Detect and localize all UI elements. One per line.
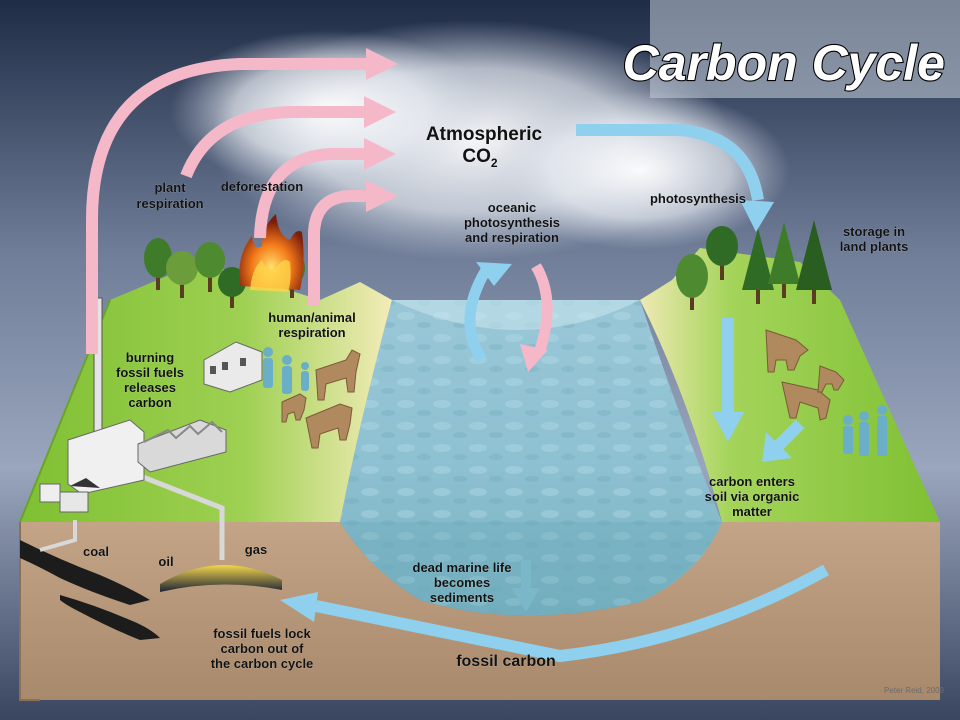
label-fossil-carbon: fossil carbon [456,653,556,670]
ground-block [19,248,940,701]
label-fossil-fuels-lock-line: carbon out of [220,641,304,656]
gas-pipe [129,469,225,560]
arrowhead [364,138,396,170]
label-plant-respiration-line: plant [154,180,186,195]
label-oceanic-line: and respiration [465,230,559,245]
coal-pipe [39,520,77,552]
label-human-animal-respiration-line: respiration [278,325,345,340]
factory-icon [39,297,227,513]
label-fossil-fuels-lock-line: the carbon cycle [211,656,314,671]
label-human-animal-respiration-line: human/animal [268,310,355,325]
label-burning-fossil-fuels-line: burning [126,350,174,365]
label-gas: gas [245,542,267,557]
trees-right [676,220,832,310]
gas-deposit [160,564,282,592]
house-icon [203,341,263,393]
label-dead-marine-life-line: sediments [430,590,494,605]
plant-respiration-arrow [180,106,368,179]
coal-seam [20,540,150,605]
label-co2: CO2 [462,146,498,170]
arrowhead [280,592,318,622]
label-atmospheric: Atmospheric [426,124,543,145]
fossil-carbon-arrow [314,564,829,663]
label-fossil-fuels-lock-line: fossil fuels lock [213,626,311,641]
animals-icon-left [281,349,361,449]
trees-left [144,238,305,308]
title-band [650,0,960,98]
label-coal: coal [83,544,109,559]
label-oceanic-line: oceanic [488,200,536,215]
label-photosynthesis: photosynthesis [650,191,746,206]
photosynthesis-arrow [576,124,764,202]
coal-seam [60,595,160,640]
arrowhead [364,96,396,128]
absorption-arrows [280,124,829,663]
label-carbon-enters-soil-line: soil via organic [705,489,800,504]
forest-fire-icon [239,214,304,292]
label-storage-in-land-plants-line: land plants [840,239,909,254]
label-burning-fossil-fuels-line: releases [124,380,176,395]
fossil-emission-arrow [86,58,370,354]
deforestation-arrow [254,148,368,239]
soil-cross-section [20,522,940,700]
label-dead-marine-life-line: dead marine life [413,560,512,575]
label-oil: oil [158,554,173,569]
credit: Peter Reid, 2009 [884,686,945,695]
animals-icon-right [765,329,845,421]
label-oceanic-line: photosynthesis [464,215,560,230]
human-animal-respiration-arrow [308,190,370,306]
arrowhead [366,48,398,80]
arrowhead [366,180,398,212]
arrowhead [740,200,774,232]
label-dead-marine-life-line: becomes [434,575,490,590]
label-deforestation: deforestation [221,179,303,194]
cloud [490,90,790,250]
diagram-title: Carbon Cycle [623,35,945,91]
label-plant-respiration-line: respiration [136,196,203,211]
people-icon-left [263,347,309,394]
people-icon-right [843,405,887,456]
emission-arrows [86,48,553,372]
ocean-respiration-arrow [531,263,553,352]
animal-to-soil-arrow [773,419,805,451]
label-carbon-enters-soil-line: carbon enters [709,474,795,489]
label-storage-in-land-plants-line: storage in [843,224,905,239]
label-carbon-enters-soil-line: matter [732,504,772,519]
label-burning-fossil-fuels-line: carbon [128,395,171,410]
ocean-photosynthesis-arrow [464,267,491,363]
label-burning-fossil-fuels-line: fossil fuels [116,365,184,380]
